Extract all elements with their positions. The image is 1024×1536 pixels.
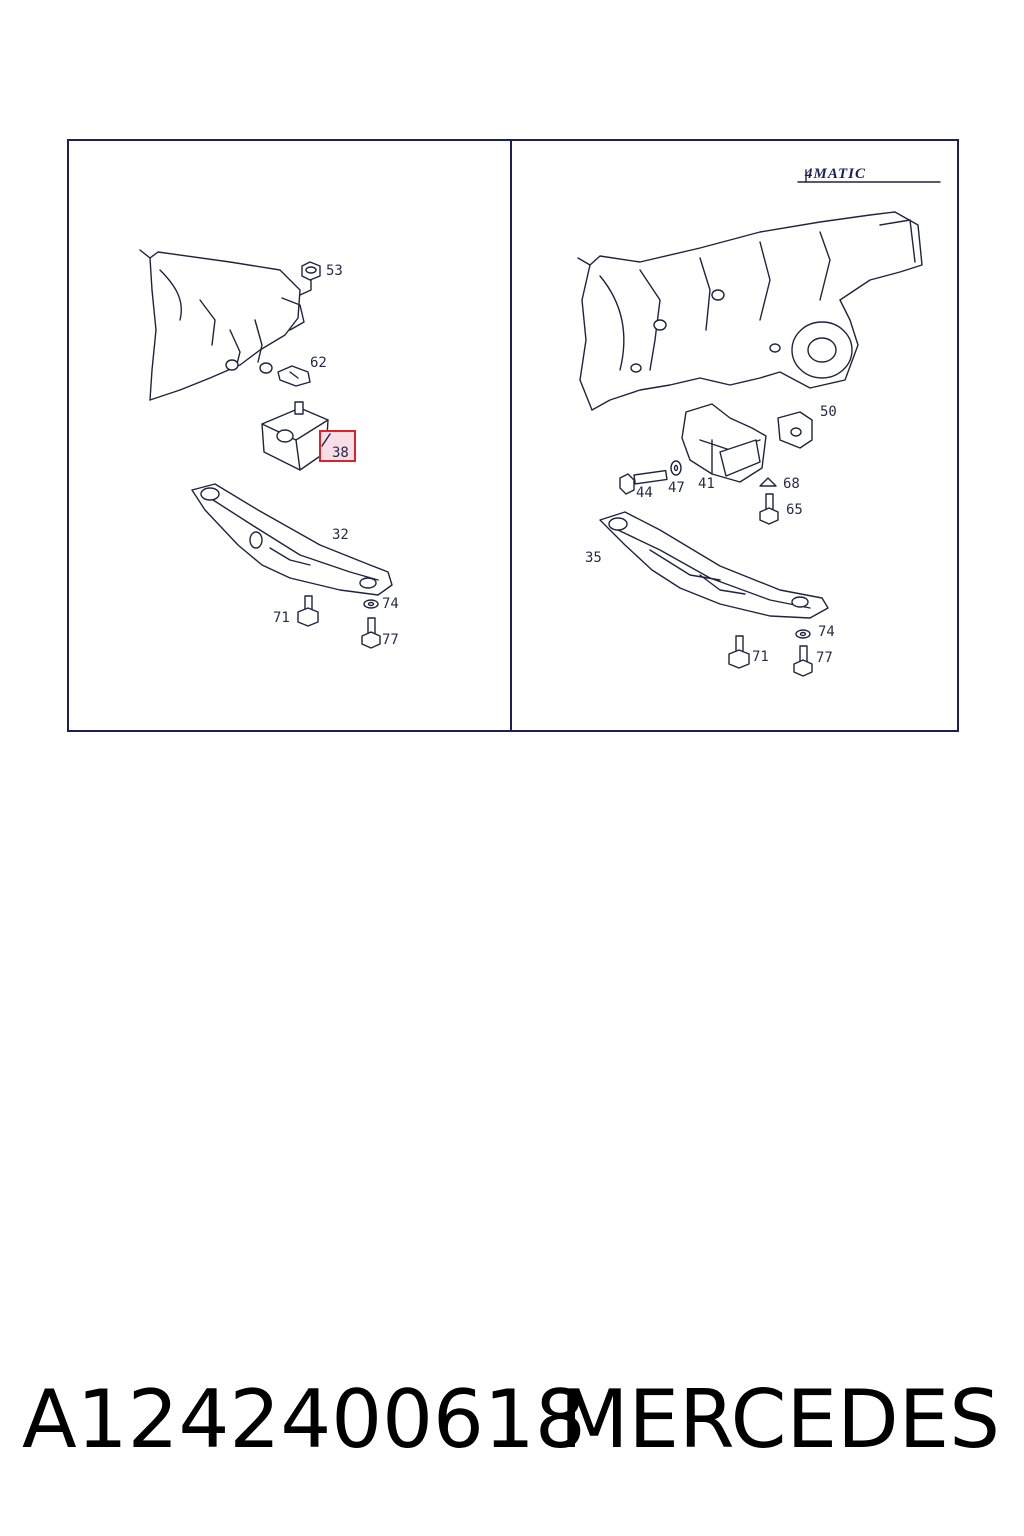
- right-bracket-50: [777, 411, 813, 449]
- right-bolt-44: [619, 469, 668, 495]
- left-washer-74: [363, 599, 379, 609]
- right-transmission-drawing: [577, 211, 923, 411]
- right-plate-68: [759, 477, 777, 487]
- callout-50: 50: [820, 404, 837, 420]
- 4matic-badge: 4MATIC: [797, 166, 941, 183]
- callout-32: 32: [332, 527, 349, 543]
- callout-62: 62: [310, 355, 327, 371]
- right-crossmember-35: [599, 511, 829, 619]
- callout-44: 44: [636, 485, 653, 501]
- highlight-box-38: [319, 430, 356, 462]
- parts-diagram: 53 62 38 32 71 74 77 4MATIC: [67, 139, 959, 732]
- right-panel-frame: [510, 139, 959, 732]
- left-nut-53: [299, 261, 321, 296]
- right-mount-41: [681, 403, 767, 483]
- callout-35: 35: [585, 550, 602, 566]
- callout-77-right: 77: [816, 650, 833, 666]
- callout-47: 47: [668, 480, 685, 496]
- right-bolt-65: [759, 493, 779, 525]
- left-mount-38: [261, 401, 329, 471]
- callout-71-right: 71: [752, 649, 769, 665]
- callout-53: 53: [326, 263, 343, 279]
- right-washer-47: [670, 460, 682, 476]
- brand-name: MERCEDES: [559, 1373, 1000, 1466]
- callout-74: 74: [382, 596, 399, 612]
- right-bolt-71: [728, 635, 750, 669]
- callout-38: 38: [332, 445, 349, 461]
- left-bolt-77: [361, 617, 381, 649]
- callout-77: 77: [382, 632, 399, 648]
- left-bracket-62: [277, 365, 311, 387]
- part-number: A1242400618: [22, 1373, 586, 1466]
- callout-71: 71: [273, 610, 290, 626]
- callout-65: 65: [786, 502, 803, 518]
- left-crossmember-32: [191, 483, 393, 596]
- footer: A1242400618 MERCEDES: [0, 1370, 1024, 1470]
- svg-text:4MATIC: 4MATIC: [804, 166, 866, 182]
- callout-68: 68: [783, 476, 800, 492]
- right-washer-74: [795, 629, 811, 639]
- callout-41: 41: [698, 476, 715, 492]
- left-bolt-71: [297, 595, 319, 627]
- callout-74-right: 74: [818, 624, 835, 640]
- right-bolt-77: [793, 645, 813, 677]
- left-transmission-drawing: [139, 249, 305, 401]
